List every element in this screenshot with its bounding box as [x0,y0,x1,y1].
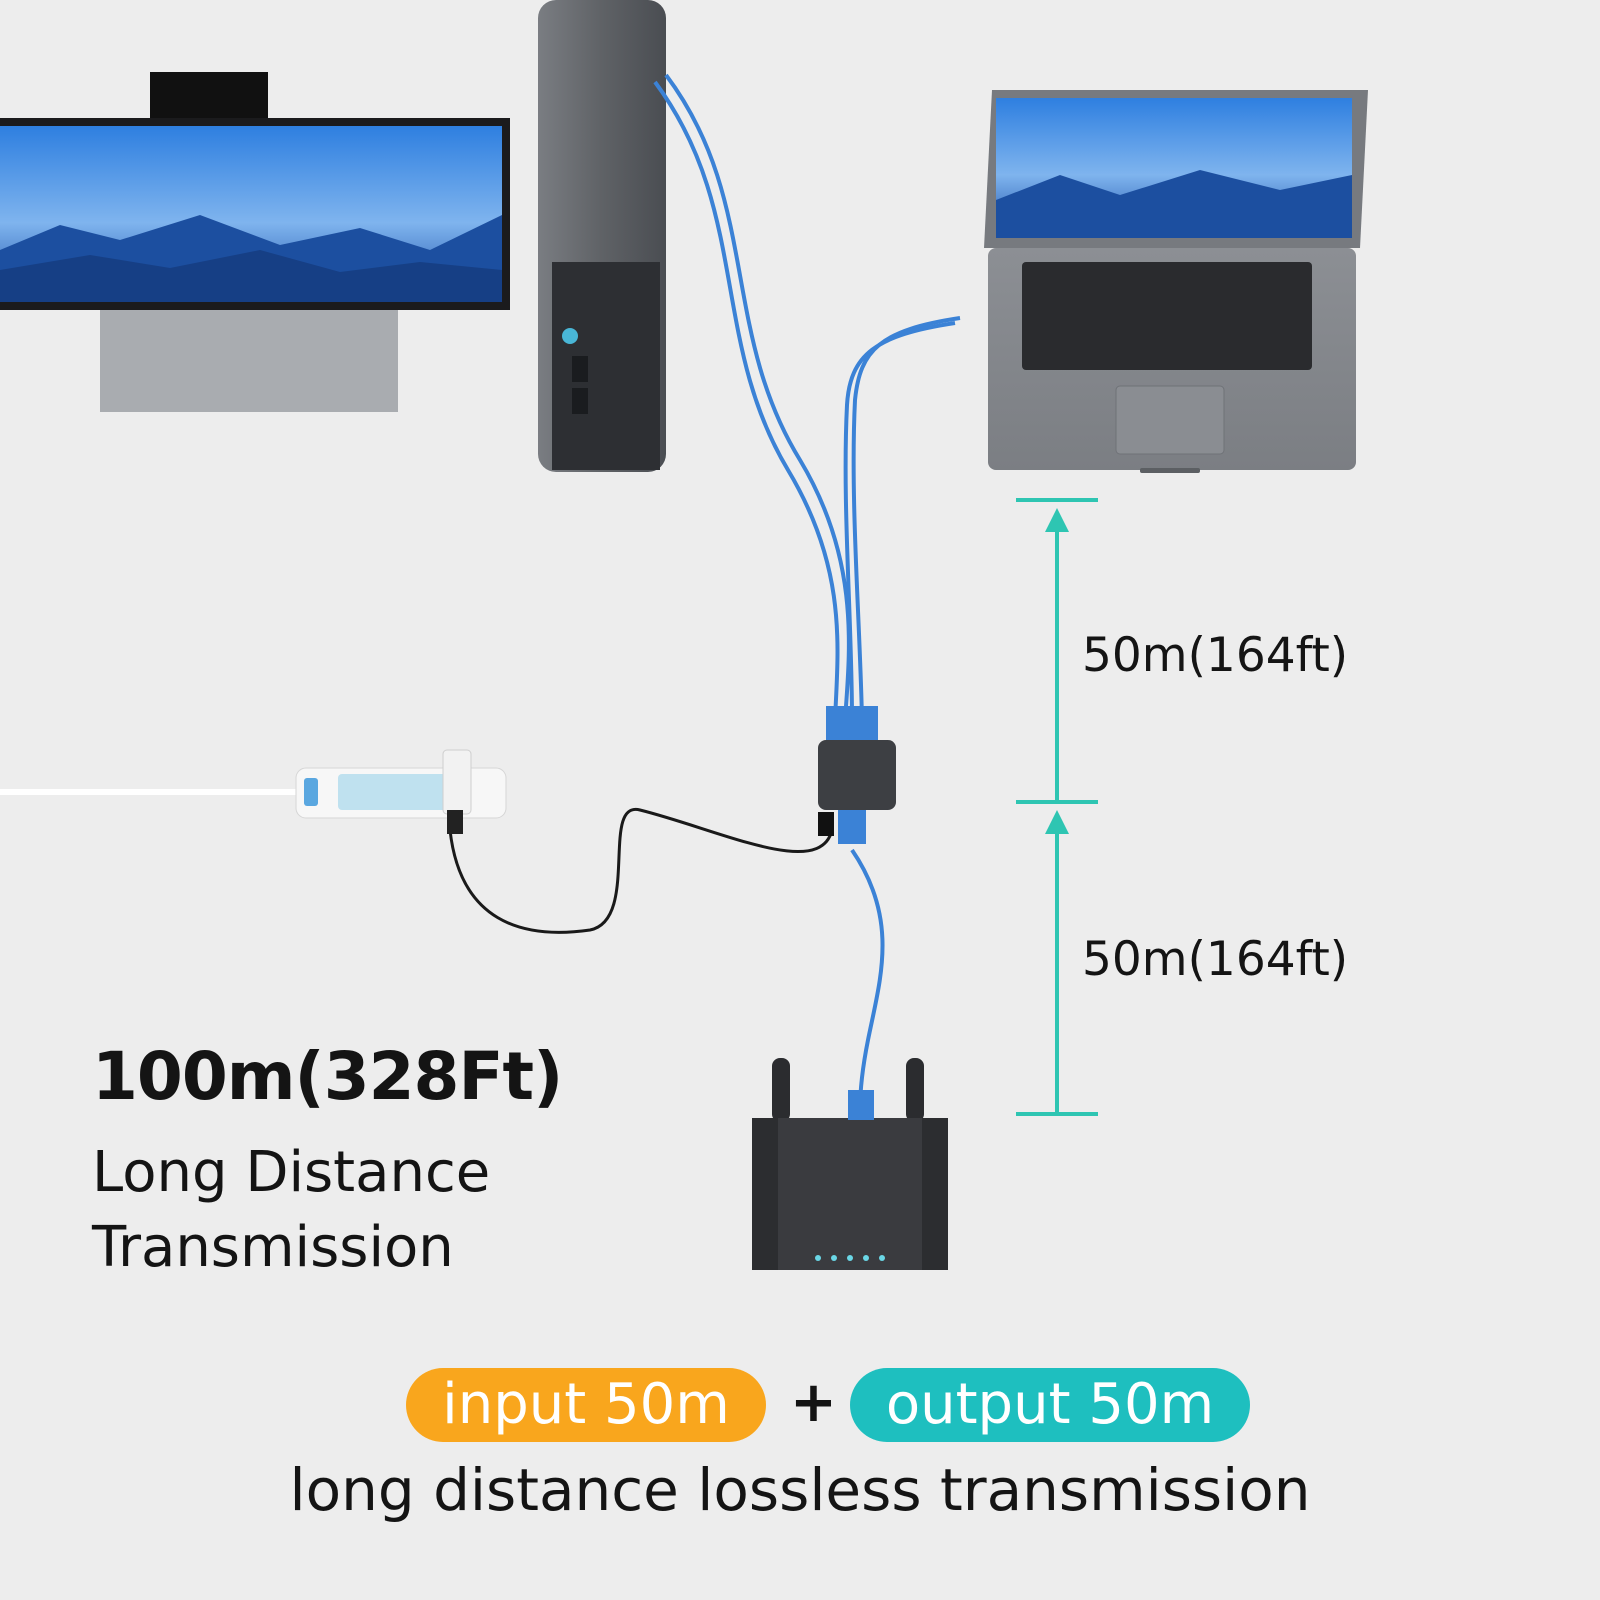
dimension-label-upper: 50m(164ft) [1082,628,1349,683]
power-cable [448,808,834,934]
ethernet-cables [653,73,961,1111]
subtitle-line-2: Transmission [92,1215,454,1280]
output-distance-badge: output 50m [850,1368,1250,1442]
subtitle-line-1: Long Distance [92,1140,491,1205]
dimension-label-lower: 50m(164ft) [1082,932,1349,987]
input-distance-badge: input 50m [406,1368,766,1442]
dimension-arrow-icon [1016,498,1098,1116]
laptop-icon [984,90,1368,473]
power-strip-icon [295,749,507,834]
headline: 100m(328Ft) [92,1038,563,1115]
pc-tower-icon [538,0,666,472]
plus-sign: + [790,1370,837,1435]
router-icon [752,1058,948,1270]
ethernet-splitter-icon [818,706,896,844]
monitor-icon [0,72,510,412]
caption: long distance lossless transmission [289,1456,1311,1524]
